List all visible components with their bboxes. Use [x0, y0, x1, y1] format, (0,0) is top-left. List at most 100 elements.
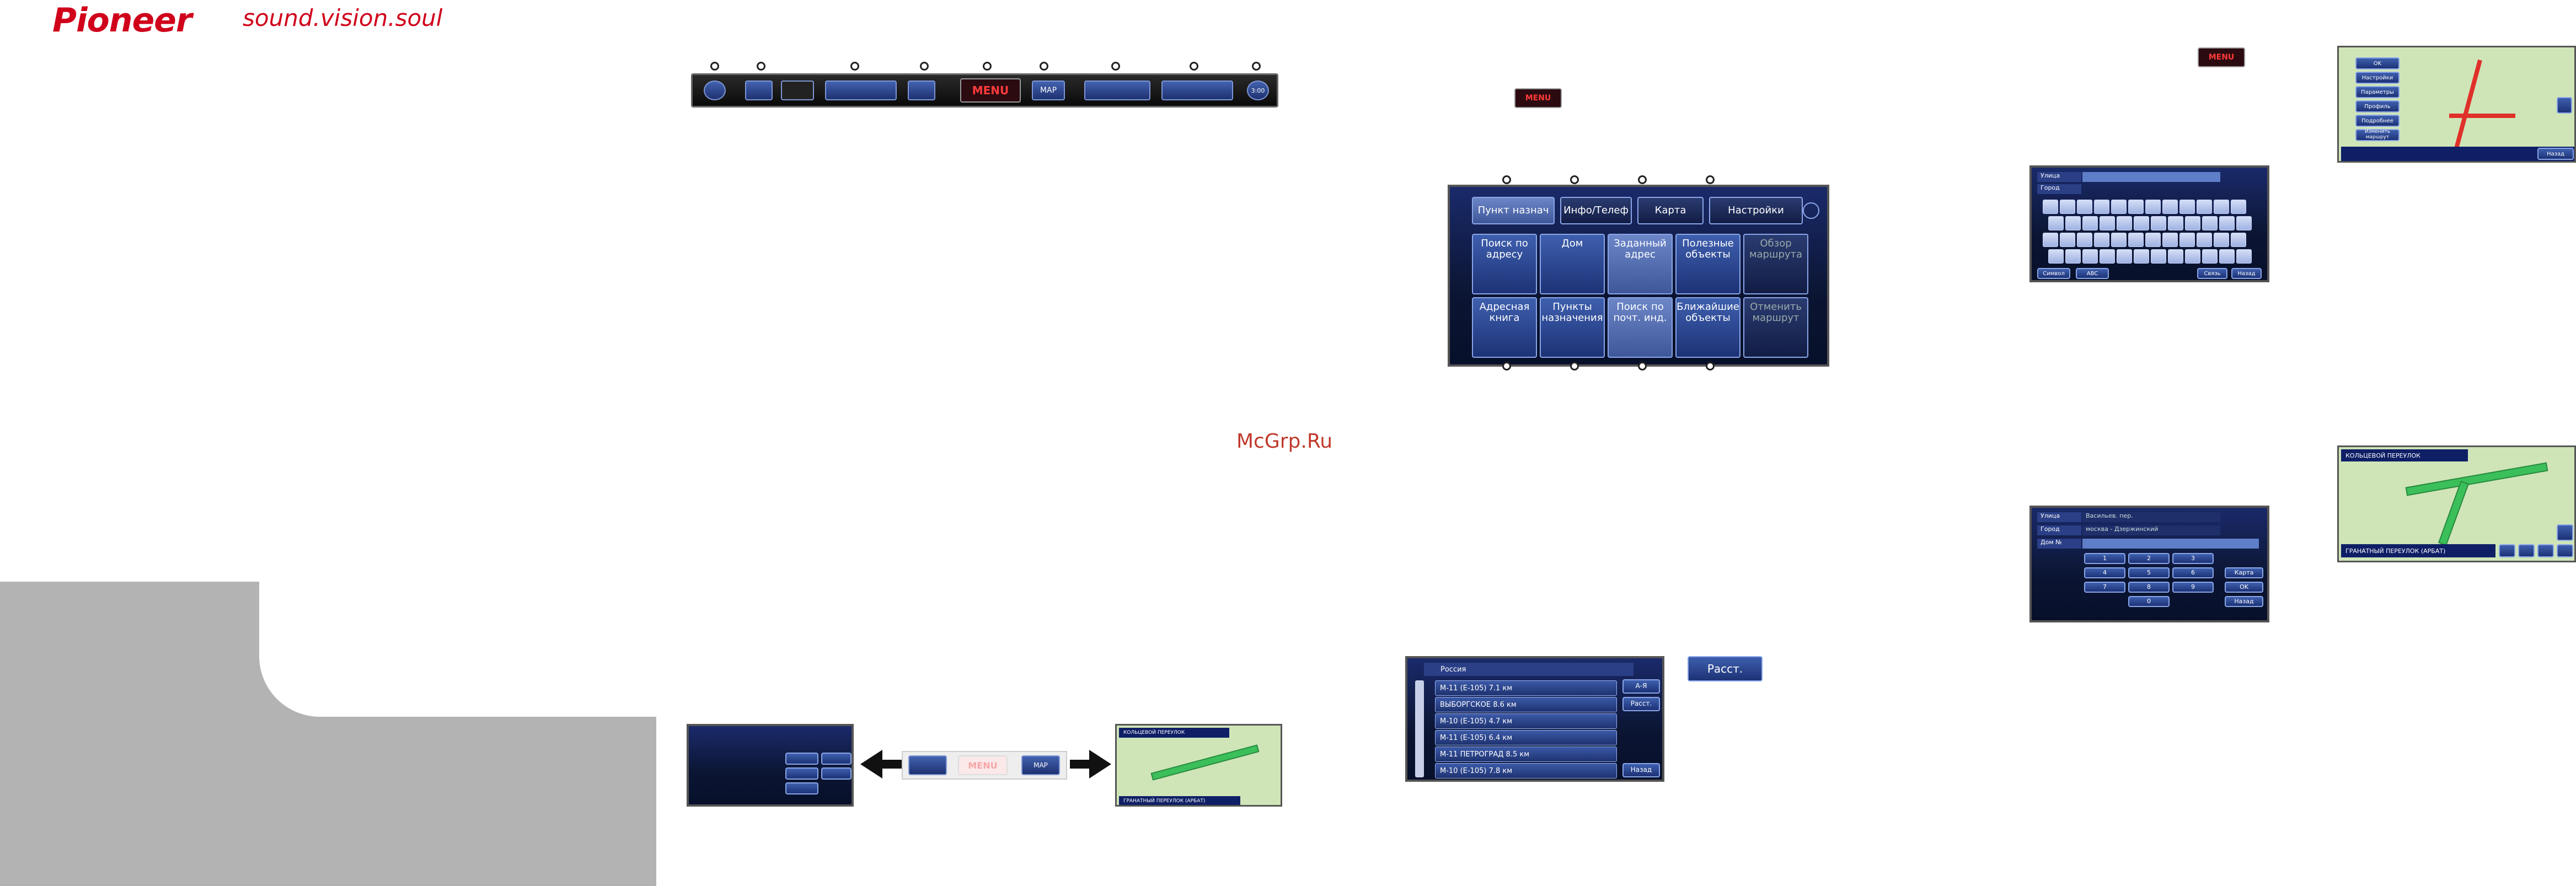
- tile-preset-address[interactable]: Заданный адрес: [1608, 234, 1673, 294]
- sort-alpha-button[interactable]: А-Я: [1622, 679, 1660, 694]
- menu-button-right[interactable]: MENU: [2198, 47, 2245, 67]
- tile-nearby-poi[interactable]: Ближайшие объекты: [1675, 297, 1740, 358]
- toolbar-menu-button[interactable]: MENU: [960, 78, 1021, 103]
- keyboard-key[interactable]: [2145, 200, 2161, 214]
- keyboard-key[interactable]: [2100, 216, 2115, 230]
- keyboard-key[interactable]: [2048, 249, 2064, 264]
- toolbar-button-a[interactable]: [745, 80, 773, 100]
- link-button[interactable]: Связь: [2197, 268, 2227, 279]
- tile-postcode-search[interactable]: Поиск по почт. инд.: [1608, 297, 1673, 358]
- keyboard-key[interactable]: [2151, 216, 2166, 230]
- keyboard-key[interactable]: [2162, 233, 2178, 247]
- key-5[interactable]: 5: [2128, 567, 2170, 578]
- keyboard-key[interactable]: [2094, 200, 2109, 214]
- tab-destination[interactable]: Пункт назнач: [1472, 197, 1555, 224]
- list-item[interactable]: М-11 (Е-105) 7.1 км: [1435, 680, 1617, 696]
- list-item[interactable]: М-11 ПЕТРОГРАД 8.5 км: [1435, 747, 1617, 762]
- keyboard-key[interactable]: [2168, 216, 2183, 230]
- key-7[interactable]: 7: [2084, 582, 2125, 593]
- key-8[interactable]: 8: [2128, 582, 2170, 593]
- list-item[interactable]: М-11 (Е-105) 6.4 км: [1435, 730, 1617, 745]
- preview-button-b[interactable]: [821, 753, 851, 765]
- house-input[interactable]: [2082, 539, 2259, 549]
- list-item[interactable]: М-10 (Е-105) 4.7 км: [1435, 713, 1617, 729]
- back-button[interactable]: Назад: [1622, 763, 1660, 777]
- key-1[interactable]: 1: [2084, 553, 2125, 564]
- preview-button-d[interactable]: [821, 767, 851, 780]
- keyboard-key[interactable]: [2043, 200, 2058, 214]
- keyboard-key[interactable]: [2162, 200, 2178, 214]
- keyboard-key[interactable]: [2197, 200, 2212, 214]
- keyboard-key[interactable]: [2179, 200, 2195, 214]
- keyboard-key[interactable]: [2117, 216, 2132, 230]
- tile-cancel-route[interactable]: Отменить маршрут: [1743, 297, 1808, 358]
- key-2[interactable]: 2: [2128, 553, 2170, 564]
- key-9[interactable]: 9: [2172, 582, 2214, 593]
- keyboard-key[interactable]: [2043, 233, 2058, 247]
- keyboard-key[interactable]: [2082, 249, 2098, 264]
- map-button-d[interactable]: [2557, 544, 2573, 557]
- keyboard-key[interactable]: [2231, 200, 2246, 214]
- keyboard-key[interactable]: [2214, 233, 2229, 247]
- preview-button-e[interactable]: [785, 782, 818, 794]
- keyboard-key[interactable]: [2100, 249, 2115, 264]
- tab-settings[interactable]: Настройки: [1709, 197, 1803, 224]
- settings-gear-icon[interactable]: [1803, 202, 1819, 219]
- map-button[interactable]: Карта: [2225, 567, 2263, 578]
- keyboard-key[interactable]: [2060, 233, 2075, 247]
- tile-address-book[interactable]: Адресная книга: [1472, 297, 1537, 358]
- keyboard-key[interactable]: [2082, 216, 2098, 230]
- tile-address-search[interactable]: Поиск по адресу: [1472, 234, 1537, 294]
- keyboard-key[interactable]: [2111, 200, 2127, 214]
- keyboard-key[interactable]: [2145, 233, 2161, 247]
- keyboard-key[interactable]: [2151, 249, 2166, 264]
- keyboard-key[interactable]: [2065, 249, 2081, 264]
- map-button-b[interactable]: [2518, 544, 2535, 557]
- keyboard-key[interactable]: [2185, 216, 2200, 230]
- keyboard-back-button[interactable]: Назад: [2231, 268, 2262, 279]
- keyboard-key[interactable]: [2111, 233, 2127, 247]
- key-4[interactable]: 4: [2084, 567, 2125, 578]
- keyboard-key[interactable]: [2048, 216, 2064, 230]
- route-settings-button[interactable]: Настройки: [2355, 72, 2400, 84]
- symbol-button[interactable]: Символ: [2037, 268, 2070, 279]
- keyboard-key[interactable]: [2219, 249, 2235, 264]
- keypad-back-button[interactable]: Назад: [2225, 596, 2263, 607]
- toolbar-button-c[interactable]: [908, 80, 935, 100]
- keyboard-key[interactable]: [2077, 233, 2092, 247]
- preview-button-a[interactable]: [785, 753, 818, 765]
- toolbar-button-b[interactable]: [825, 80, 897, 100]
- keyboard-key[interactable]: [2128, 233, 2144, 247]
- keyboard-key[interactable]: [2168, 249, 2183, 264]
- back-icon[interactable]: [704, 80, 726, 100]
- preview-button-c[interactable]: [785, 767, 818, 780]
- keyboard-key[interactable]: [2134, 249, 2149, 264]
- keyboard-key[interactable]: [2094, 233, 2109, 247]
- route-details-button[interactable]: Подробнее: [2355, 115, 2400, 127]
- keyboard-key[interactable]: [2202, 216, 2218, 230]
- key-0[interactable]: 0: [2128, 596, 2170, 607]
- zoom-button[interactable]: [2557, 524, 2573, 541]
- abc-button[interactable]: ABC: [2076, 268, 2109, 279]
- clock-button[interactable]: 3:00: [1247, 80, 1269, 100]
- keyboard-key[interactable]: [2231, 233, 2246, 247]
- keyboard-key[interactable]: [2134, 216, 2149, 230]
- toolbar-button-e[interactable]: [1161, 80, 1233, 100]
- distance-sort-button[interactable]: Расст.: [1688, 656, 1763, 681]
- tile-route-overview[interactable]: Обзор маршрута: [1743, 234, 1808, 294]
- tab-info-phone[interactable]: Инфо/Телеф: [1560, 197, 1632, 224]
- key-3[interactable]: 3: [2172, 553, 2214, 564]
- list-item[interactable]: М-10 (Е-105) 7.8 км: [1435, 763, 1617, 778]
- route-change-button[interactable]: Изменить маршрут: [2355, 129, 2400, 141]
- strip-button-left[interactable]: [908, 755, 947, 775]
- keyboard-key[interactable]: [2128, 200, 2144, 214]
- keyboard-key[interactable]: [2077, 200, 2092, 214]
- keyboard-key[interactable]: [2236, 216, 2252, 230]
- keyboard-key[interactable]: [2202, 249, 2218, 264]
- tab-map[interactable]: Карта: [1637, 197, 1704, 224]
- tile-destinations[interactable]: Пункты назначения: [1540, 297, 1605, 358]
- list-item[interactable]: ВЫБОРГСКОЕ 8.6 км: [1435, 697, 1617, 712]
- sort-distance-button[interactable]: Расст.: [1622, 697, 1660, 711]
- menu-button-small[interactable]: MENU: [1514, 88, 1562, 108]
- key-6[interactable]: 6: [2172, 567, 2214, 578]
